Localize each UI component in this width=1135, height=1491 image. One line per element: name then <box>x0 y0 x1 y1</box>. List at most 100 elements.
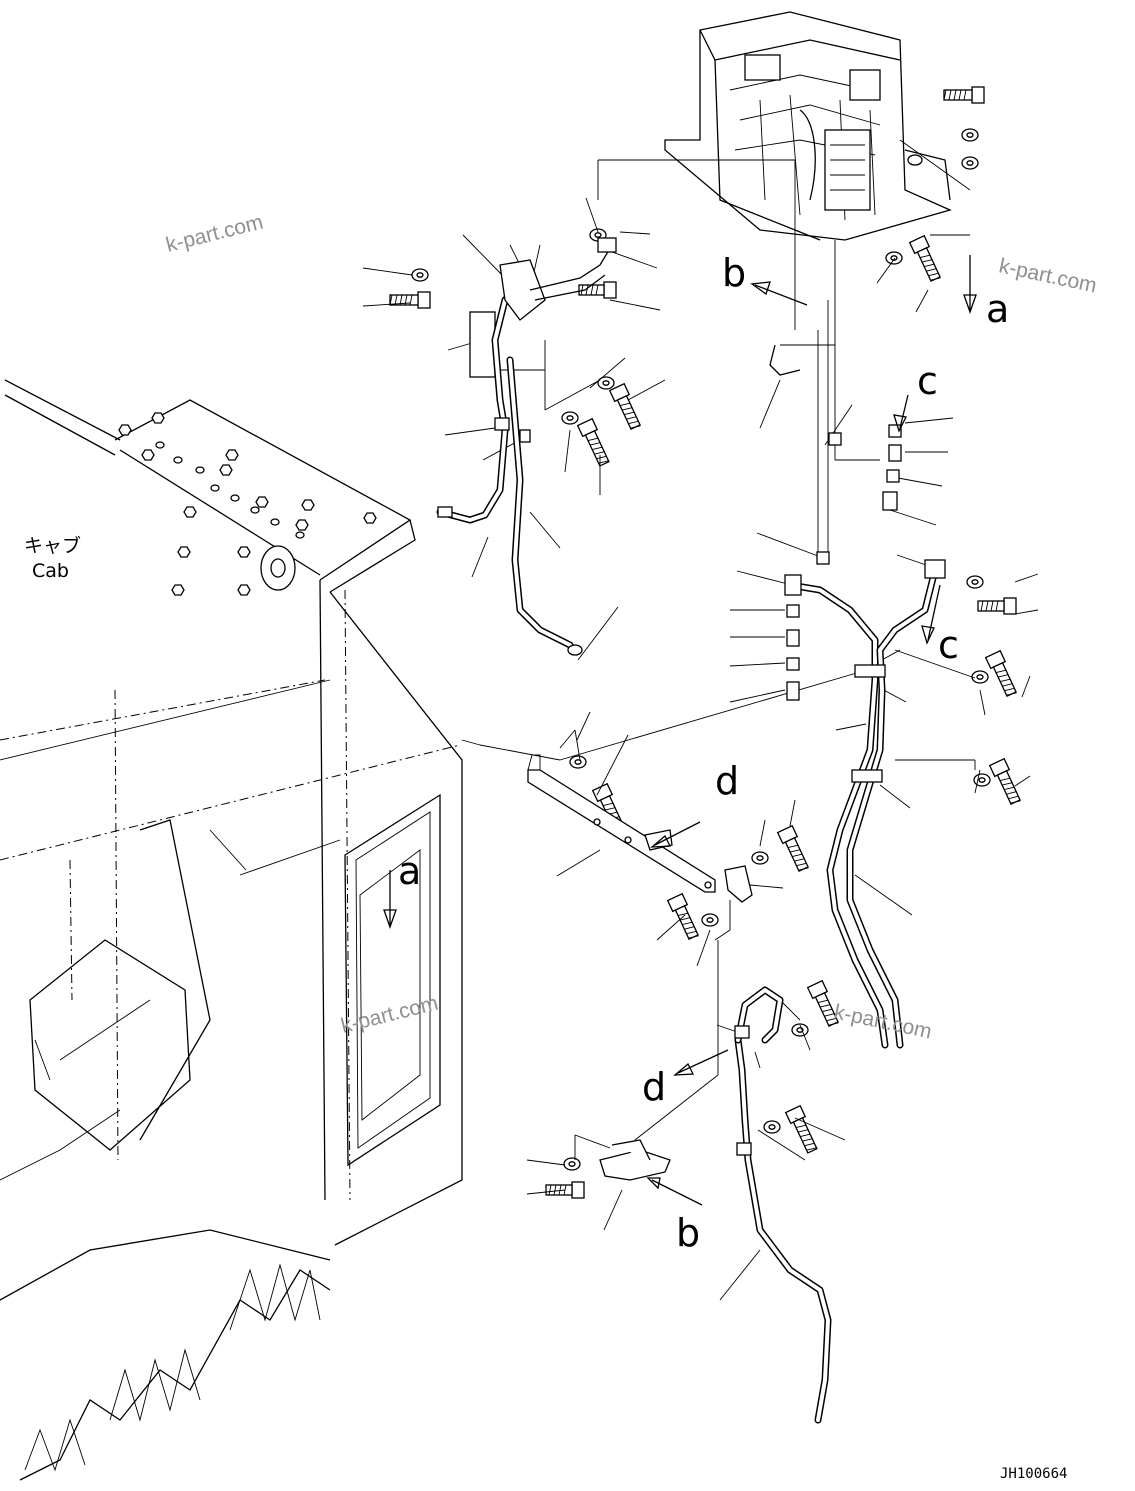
leader-line <box>447 342 473 351</box>
bolt-thread <box>686 930 697 935</box>
bolt-thread <box>924 263 935 268</box>
bolt-shank <box>996 770 1021 805</box>
bolt-thread <box>922 259 933 263</box>
bolt <box>977 597 1017 615</box>
bolt-thread <box>919 254 931 258</box>
bolt-thread <box>995 669 1007 673</box>
leader-line <box>889 509 937 526</box>
washer-hole <box>978 777 986 783</box>
leader-line <box>854 874 913 916</box>
bolt-thread <box>943 89 947 101</box>
bolt-thread <box>963 89 967 101</box>
bolt-thread <box>590 284 594 296</box>
bolt-shank <box>943 89 973 101</box>
bolt <box>545 1181 585 1199</box>
leader-line <box>577 606 619 661</box>
bolt-thread <box>798 867 809 871</box>
leader-line <box>462 234 506 279</box>
bolt-thread <box>804 1142 815 1147</box>
washer-hole <box>566 415 574 421</box>
bolt-thread <box>605 807 616 811</box>
reference-line <box>714 929 731 941</box>
leader-line <box>589 357 626 389</box>
leader-line <box>656 914 686 941</box>
washer-hole <box>756 855 764 861</box>
leader-line <box>879 784 911 809</box>
cap-nut <box>141 449 155 461</box>
leader-line <box>1014 775 1031 787</box>
cap-nut <box>255 496 269 508</box>
bolt-thread <box>592 446 603 451</box>
washer-hole <box>976 674 984 680</box>
bolt-thread <box>1004 687 1015 692</box>
view-label-c: c <box>917 359 938 403</box>
bolt-thread <box>548 1184 552 1196</box>
bolt <box>988 757 1021 805</box>
bolt-head <box>603 281 617 299</box>
leader-line <box>556 849 601 877</box>
bolt-thread <box>389 294 393 306</box>
leader-line <box>904 417 954 424</box>
leader-line <box>1014 609 1039 615</box>
leader-lines <box>209 139 1039 1301</box>
bolt-thread <box>796 862 807 867</box>
leader-line <box>362 302 411 307</box>
leader-line <box>756 532 819 557</box>
mounting-hole <box>230 494 240 502</box>
watermark: k-part.com <box>339 992 441 1038</box>
watermark: k-part.com <box>997 254 1099 297</box>
leader-line <box>444 427 496 436</box>
bolt-thread <box>826 1017 837 1022</box>
leader-line <box>979 689 986 716</box>
bolt-thread <box>806 1147 817 1151</box>
washer-hole <box>574 759 582 765</box>
bolt-thread <box>790 849 801 853</box>
reference-line <box>239 839 341 876</box>
bolt-thread <box>798 1129 809 1133</box>
controller-box <box>664 11 952 241</box>
bolt-thread <box>794 858 805 862</box>
bolt <box>943 86 985 104</box>
leader-line <box>757 1129 806 1161</box>
bolt-thread <box>630 425 641 429</box>
reference-line <box>574 729 581 761</box>
mounting-hole <box>295 531 305 539</box>
bolt-shank <box>674 905 699 940</box>
leader-line <box>754 1051 761 1069</box>
cap-nut <box>151 412 165 424</box>
bolt-head <box>571 1181 585 1199</box>
leader-line <box>749 884 784 889</box>
bolt-thread <box>999 777 1011 781</box>
wiring-harness-lower <box>599 986 832 1424</box>
bolt-thread <box>684 926 695 930</box>
leader-line <box>585 197 599 233</box>
bolt <box>608 382 641 430</box>
leader-line <box>915 289 929 313</box>
bolt-shank <box>616 395 641 430</box>
bolt-thread <box>619 402 631 406</box>
bolt-thread <box>553 1184 557 1196</box>
washer-hole <box>602 380 610 386</box>
view-label-d: d <box>642 1065 666 1109</box>
bolt-shank <box>992 662 1017 697</box>
washer-hole <box>890 255 898 261</box>
bolt-thread <box>926 268 937 272</box>
bolt-thread <box>1010 800 1021 804</box>
bolt-thread <box>953 89 957 101</box>
bolt-thread <box>624 411 635 416</box>
leader-line <box>576 711 591 741</box>
cab-label-english: Cab <box>32 560 69 582</box>
reference-line <box>894 649 976 679</box>
leader-line <box>876 257 896 284</box>
bolt-thread <box>682 921 693 926</box>
bolt-thread <box>628 420 639 425</box>
cap-nut <box>237 546 251 558</box>
leader-line <box>1021 675 1031 698</box>
bolt-thread <box>585 284 589 296</box>
cap-nut <box>225 449 239 461</box>
view-label-a: a <box>986 287 1009 331</box>
bolt-thread <box>990 600 994 612</box>
bolt <box>666 892 699 940</box>
bolt <box>908 234 941 282</box>
cap-nut <box>171 584 185 596</box>
